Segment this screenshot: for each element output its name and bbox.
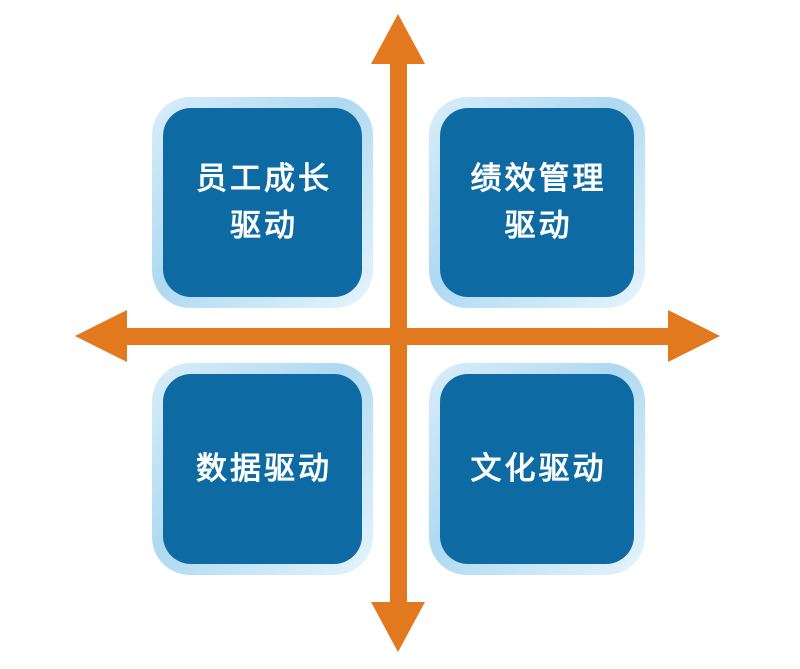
arrow-down-icon [371,602,425,652]
quadrant-box-bottom-left-inner: 数据驱动 [163,374,362,564]
quadrant-box-bottom-left: 数据驱动 [152,363,373,575]
quadrant-box-top-right-inner: 绩效管理 驱动 [440,108,634,297]
quadrant-box-top-left: 员工成长 驱动 [152,97,373,308]
quadrant-label-line: 文化驱动 [470,450,607,487]
quadrant-box-top-right: 绩效管理 驱动 [429,97,645,308]
quadrant-label-line: 数据驱动 [196,450,332,487]
quadrant-box-bottom-right: 文化驱动 [429,363,645,575]
quadrant-label-line: 驱动 [504,207,573,244]
quadrant-label-line: 驱动 [230,207,298,244]
arrow-right-icon [668,310,720,362]
arrow-up-icon [371,14,425,64]
quadrant-box-top-left-inner: 员工成长 驱动 [163,108,362,297]
quadrant-box-bottom-right-inner: 文化驱动 [440,374,634,564]
horizontal-axis-line [122,328,670,345]
quadrant-label-line: 员工成长 [196,160,332,197]
arrow-left-icon [75,310,127,362]
quadrant-label-line: 绩效管理 [470,160,607,197]
